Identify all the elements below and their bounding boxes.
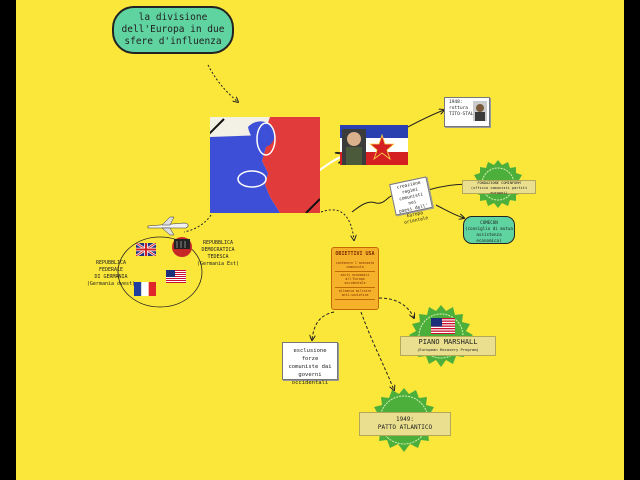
east-germany-line: REPUBBLICA (202, 240, 234, 246)
plane-icon (147, 216, 189, 236)
cominform-ribbon[interactable]: FONDAZIONE COMINFORM (ufficio comunisti … (462, 180, 536, 195)
mindmap-canvas: la divisione dell'Europa in due sfere d'… (16, 0, 624, 480)
comecon-line: assistenza economica) (476, 232, 502, 243)
west-germany-label: REPUBBLICA FEDERALE DI GERMANIA (Germani… (81, 260, 141, 288)
tito-note-line1: 1948: (449, 100, 463, 105)
arrow-obj-nato (360, 311, 394, 390)
tito-note[interactable]: 1948: rottura TITO-STALIN (444, 97, 490, 127)
map-europe-icon (210, 117, 320, 213)
title-bubble[interactable]: la divisione dell'Europa in due sfere d'… (112, 6, 234, 54)
exclusion-note[interactable]: esclusione forze comuniste dai governi o… (282, 342, 338, 386)
objectives-header: OBIETTIVI USA (335, 251, 375, 257)
tito-note-line3: TITO-STALIN (449, 112, 479, 117)
uk-flag-icon (136, 243, 156, 256)
exclusion-line: esclusione forze (293, 348, 327, 362)
yugoslavia-flag-icon (340, 125, 408, 165)
west-germany-line: FEDERALE (98, 267, 124, 273)
east-germany-label: REPUBBLICA DEMOCRATICA TEDESCA (Germania… (192, 240, 244, 268)
east-germany-line: DEMOCRATICA (201, 247, 235, 253)
marshall-title: PIANO MARSHALL (418, 338, 478, 346)
usa-flag-icon (166, 270, 186, 283)
marshall-subtitle: (European Recovery Program) (417, 347, 479, 352)
nato-title: PATTO ATLANTICO (377, 424, 433, 431)
soviet-flag-icon (172, 237, 192, 257)
comecon-line: (consiglio di mutua (465, 226, 513, 231)
objective-item: aiuti economici all'Europa occidentale (335, 272, 375, 288)
arrow-map-germany (183, 214, 212, 233)
stalin-portrait-icon (473, 101, 487, 121)
creation-note[interactable]: creazione regimi comunisti nei paesi del… (389, 176, 433, 226)
france-flag-icon (134, 282, 156, 296)
germany-circle (117, 236, 203, 308)
exclusion-line: comuniste dai (288, 364, 332, 370)
arrow-obj-marshall (378, 297, 414, 318)
comecon-line: COMECON (480, 220, 498, 225)
connectors (117, 64, 624, 480)
marshall-ribbon[interactable]: PIANO MARSHALL (European Recovery Progra… (400, 336, 496, 356)
comecon-bubble[interactable]: COMECON (consiglio di mutua assistenza e… (463, 216, 515, 244)
west-germany-line: (Germania ovest) (86, 281, 136, 287)
west-germany-line: DI GERMANIA (94, 274, 128, 280)
objective-item: alleanza militare anti-sovietica (335, 288, 375, 300)
objective-item: contenere l'avanzata comunista (335, 260, 375, 272)
arrow-creation-comecon (435, 204, 464, 218)
tito-note-line2: rottura (449, 106, 468, 111)
arrow-map-objectives (320, 209, 354, 240)
west-germany-line: REPUBBLICA (95, 260, 127, 266)
cominform-line: (ufficio comunisti partiti europei) (470, 186, 528, 195)
cominform-line: FONDAZIONE COMINFORM (477, 181, 521, 185)
arrow-tito-stalin (405, 110, 444, 129)
objectives-box[interactable]: OBIETTIVI USA contenere l'avanzata comun… (331, 247, 379, 310)
usa-flag-icon (431, 318, 455, 334)
east-germany-line: (Germania Est) (196, 261, 240, 267)
nato-year: 1949: (395, 416, 415, 423)
arrow-title-map (207, 64, 238, 102)
tito-portrait-icon (342, 129, 366, 165)
arrow-obj-exclusion (312, 311, 335, 340)
east-germany-line: TEDESCA (207, 254, 229, 260)
arrow-to-creation (351, 195, 393, 213)
nato-ribbon[interactable]: 1949: PATTO ATLANTICO (359, 412, 451, 436)
exclusion-line: governi occidentali (291, 372, 329, 386)
